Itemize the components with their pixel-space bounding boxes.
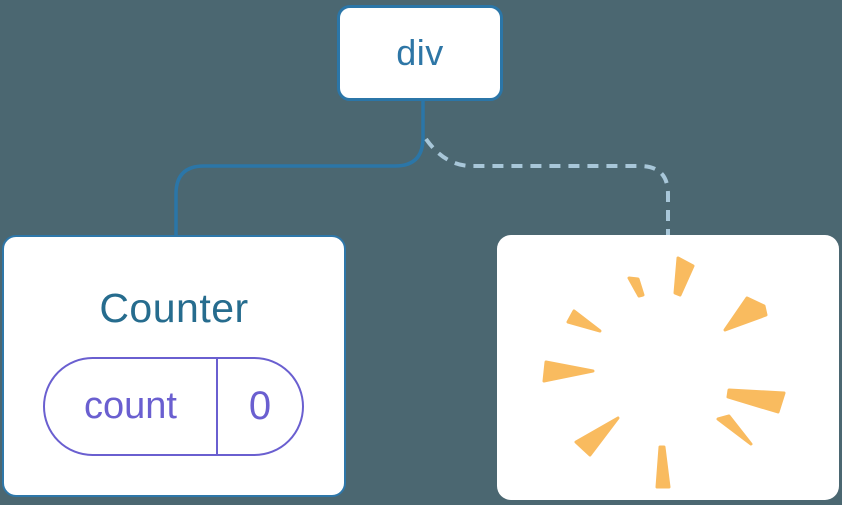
poof-ray [655, 445, 671, 489]
counter-node: Counter count 0 [2, 235, 346, 497]
state-value: 0 [248, 384, 272, 428]
poof-ray [726, 388, 786, 414]
root-node-label: div [396, 32, 444, 73]
poof-ray [723, 296, 768, 332]
poof-ray [716, 414, 753, 446]
poof-ray [574, 416, 620, 457]
poof-ray [542, 360, 595, 383]
poof-ray [566, 309, 602, 333]
state-pill: count 0 [43, 357, 304, 456]
solid-edge-div-to-counter [174, 101, 425, 235]
dashed-edge-div-to-removed [424, 137, 670, 235]
poof-ray [627, 276, 645, 298]
root-node-div: div [337, 5, 503, 101]
poof-burst-icon [542, 256, 786, 489]
counter-node-title: Counter [99, 285, 249, 331]
state-key-label: count [45, 359, 218, 454]
poof-ray [673, 256, 695, 297]
removed-node [497, 235, 839, 500]
